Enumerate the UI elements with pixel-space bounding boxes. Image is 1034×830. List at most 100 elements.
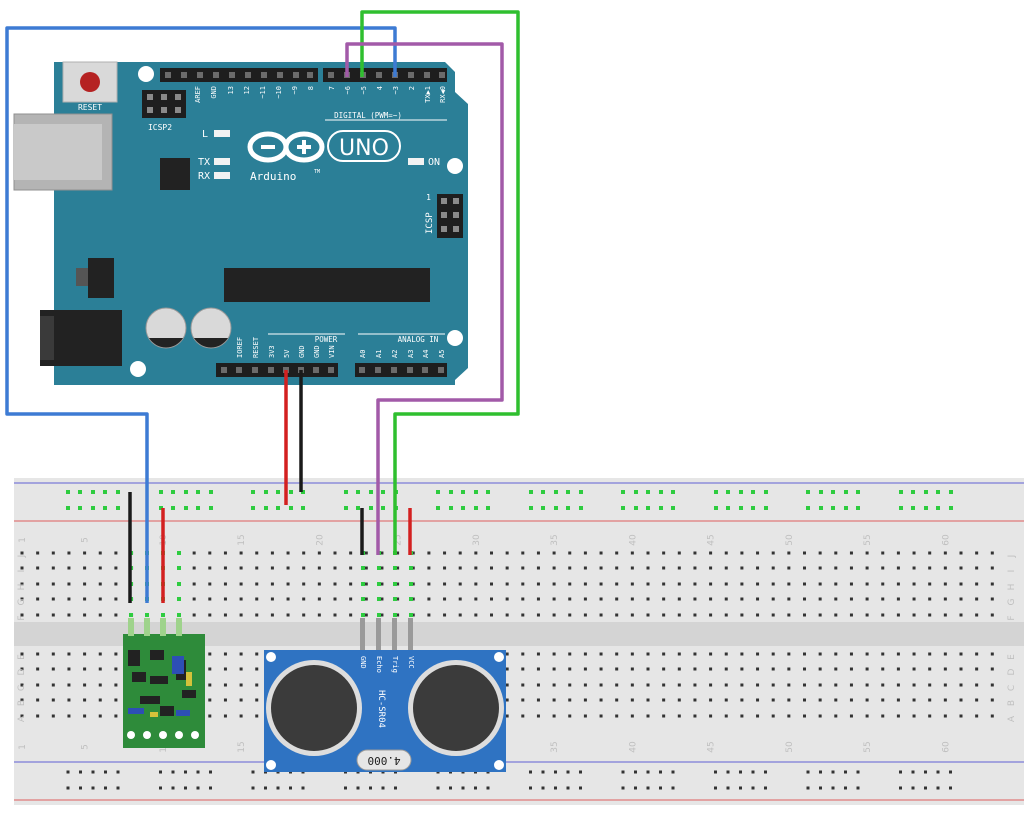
analog-pin-label: A0 [359,350,367,358]
rail-hole [159,786,162,790]
breadboard-hole [599,566,603,570]
breadboard-hole [521,566,525,570]
breadboard-hole [975,714,979,718]
breadboard-hole [756,667,760,671]
connected-rail-hole [184,506,188,510]
breadboard-hole [912,683,916,687]
mounting-hole [138,66,154,82]
breadboard-hole [693,667,697,671]
breadboard-hole [990,551,994,555]
breadboard-hole [975,613,979,617]
rail-hole [251,770,255,774]
voltage-regulator-tab [76,268,88,286]
breadboard-hole [677,698,681,702]
digital-pin-label: ~5 [360,86,368,94]
breadboard-hole [239,597,243,601]
breadboard-hole [568,551,572,555]
column-number-top: 30 [472,534,482,546]
column-number-bottom: 15 [237,741,247,752]
breadboard-hole [990,613,994,617]
breadboard-hole [380,613,384,617]
column-number-top: 5 [81,537,91,543]
breadboard-hole [208,667,212,671]
digital-pin-label: 8 [307,86,315,90]
breadboard-hole [427,551,431,555]
breadboard-hole [740,714,744,718]
rail-hole [726,770,730,774]
breadboard-hole [36,667,40,671]
breadboard-hole [693,652,697,656]
breadboard-hole [724,683,728,687]
breadboard-hole [349,582,353,586]
breadboard-hole [505,714,509,718]
breadboard-hole [881,714,885,718]
breadboard-hole [787,652,791,656]
connected-rail-hole [381,506,385,510]
voltage-regulator [88,258,114,298]
breadboard-hole [411,566,415,570]
breadboard-hole [505,551,509,555]
power-pin-label: IOREF [236,337,244,358]
connected-rail-hole [116,506,120,510]
breadboard-hole [959,683,963,687]
digital-pin-label: RX◀0 [439,86,447,103]
uno-logo-text: UNO [339,136,389,161]
breadboard-hole [928,613,932,617]
connected-rail-hole [116,490,120,494]
breadboard-hole [223,683,227,687]
row-letter: C [17,685,27,691]
breadboard-hole [505,597,509,601]
atmega-chip [224,268,430,302]
analog-header-label: ANALOG IN [398,335,439,344]
breadboard-hole [505,652,509,656]
breadboard-hole [583,613,587,617]
rail-hole [831,770,835,774]
breadboard-hole [427,613,431,617]
breadboard-hole [270,597,274,601]
breadboard-hole [36,613,40,617]
breadboard-hole [943,613,947,617]
wire-green-trig [360,10,520,555]
connected-rail-hole [184,490,188,494]
breadboard-hole [67,667,71,671]
breadboard-hole [536,667,540,671]
breadboard-hole [521,683,525,687]
breadboard-hole [630,667,634,671]
connected-rail-hole [171,506,175,510]
breadboard-hole [818,597,822,601]
breadboard-hole [740,667,744,671]
breadboard-hole [51,714,55,718]
breadboard-hole [928,667,932,671]
breadboard-hole [849,698,853,702]
breadboard-hole [302,613,306,617]
breadboard-hole [536,652,540,656]
breadboard-hole [552,597,556,601]
connected-rail-hole [461,490,465,494]
breadboard-hole [521,597,525,601]
connected-hole [145,613,149,617]
breadboard-hole [67,597,71,601]
connected-rail-hole [844,506,848,510]
rail-hole [739,786,742,790]
connected-hole [409,566,413,570]
digital-header-right [323,68,447,82]
header-pin [407,367,413,373]
digital-pin-label: ~11 [259,86,267,99]
breadboard-hole [630,613,634,617]
breadboard-hole [677,652,681,656]
breadboard-hole [693,714,697,718]
rail-hole [671,770,675,774]
breadboard-hole [599,582,603,586]
breadboard-hole [286,566,290,570]
connected-rail-hole [911,506,915,510]
breadboard-hole [803,683,806,687]
rail-hole [856,770,860,774]
connected-rail-hole [541,490,545,494]
breadboard-hole [20,698,24,702]
breadboard-hole [599,698,603,702]
breadboard-hole [255,698,259,702]
breadboard-hole [458,566,462,570]
arduino-pcb [54,62,468,385]
breadboard-hole [881,698,885,702]
rail-hole [634,770,637,774]
